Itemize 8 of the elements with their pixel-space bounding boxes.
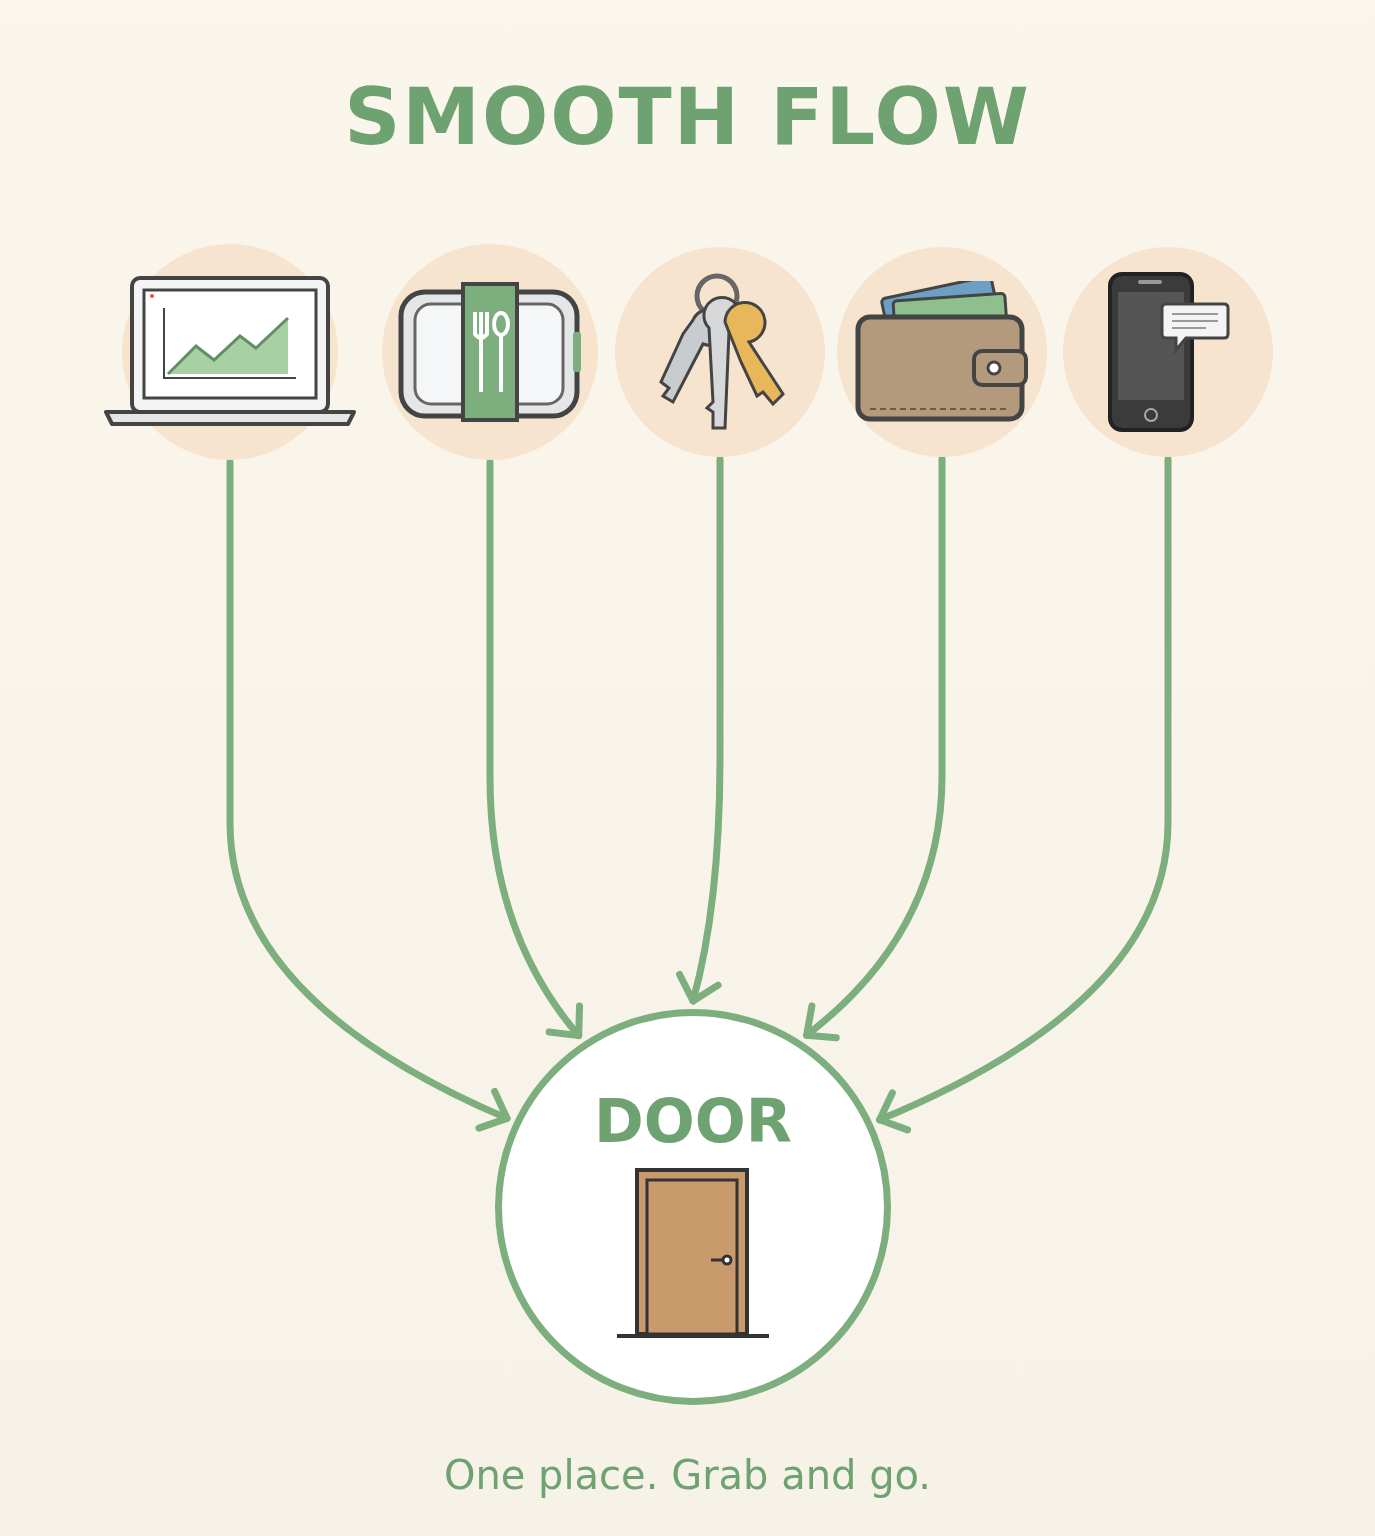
node-title: DOOR bbox=[594, 1086, 792, 1156]
arrow bbox=[803, 455, 946, 1041]
arrow bbox=[675, 455, 724, 1005]
caption: One place. Grab and go. bbox=[442, 1452, 933, 1498]
arrow bbox=[226, 458, 511, 1131]
arrow bbox=[486, 458, 584, 1040]
title: SMOOTH FLOW bbox=[343, 72, 1032, 162]
arrow bbox=[876, 455, 1172, 1133]
